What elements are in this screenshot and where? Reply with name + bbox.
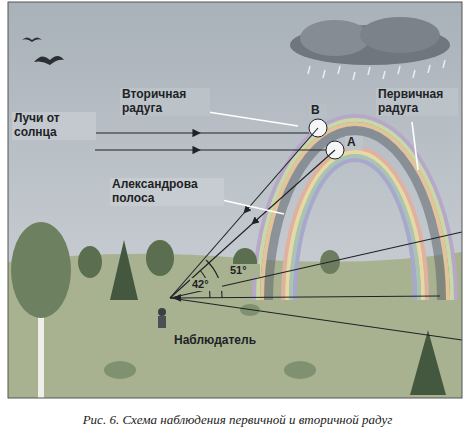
- leader-lines: [208, 112, 418, 214]
- trees: [11, 222, 446, 398]
- rain-drops: [309, 119, 344, 159]
- frame: [8, 2, 462, 398]
- rain-cloud: [290, 17, 450, 80]
- sun-rays: [95, 133, 326, 150]
- observer-rays: [170, 128, 462, 340]
- sky: [8, 2, 462, 398]
- drop-letter: А: [345, 136, 363, 150]
- drop-letter: В: [309, 104, 327, 118]
- observer-label: Наблюдатель: [172, 334, 266, 348]
- birds: [22, 38, 64, 66]
- angle-label: 51°: [228, 264, 260, 277]
- band-label: Александрова полоса: [110, 178, 224, 206]
- figure-caption: Рис. 6. Схема наблюдения первичной и вто…: [83, 412, 393, 428]
- angle-label: 42°: [190, 278, 222, 291]
- ray-label: Лучи от солнца: [12, 112, 96, 140]
- rainbow-label: Первичная радуга: [376, 88, 458, 116]
- rainbow-label: Вторичная радуга: [120, 88, 210, 116]
- meadow: [8, 252, 462, 398]
- observer-figure: [158, 308, 166, 328]
